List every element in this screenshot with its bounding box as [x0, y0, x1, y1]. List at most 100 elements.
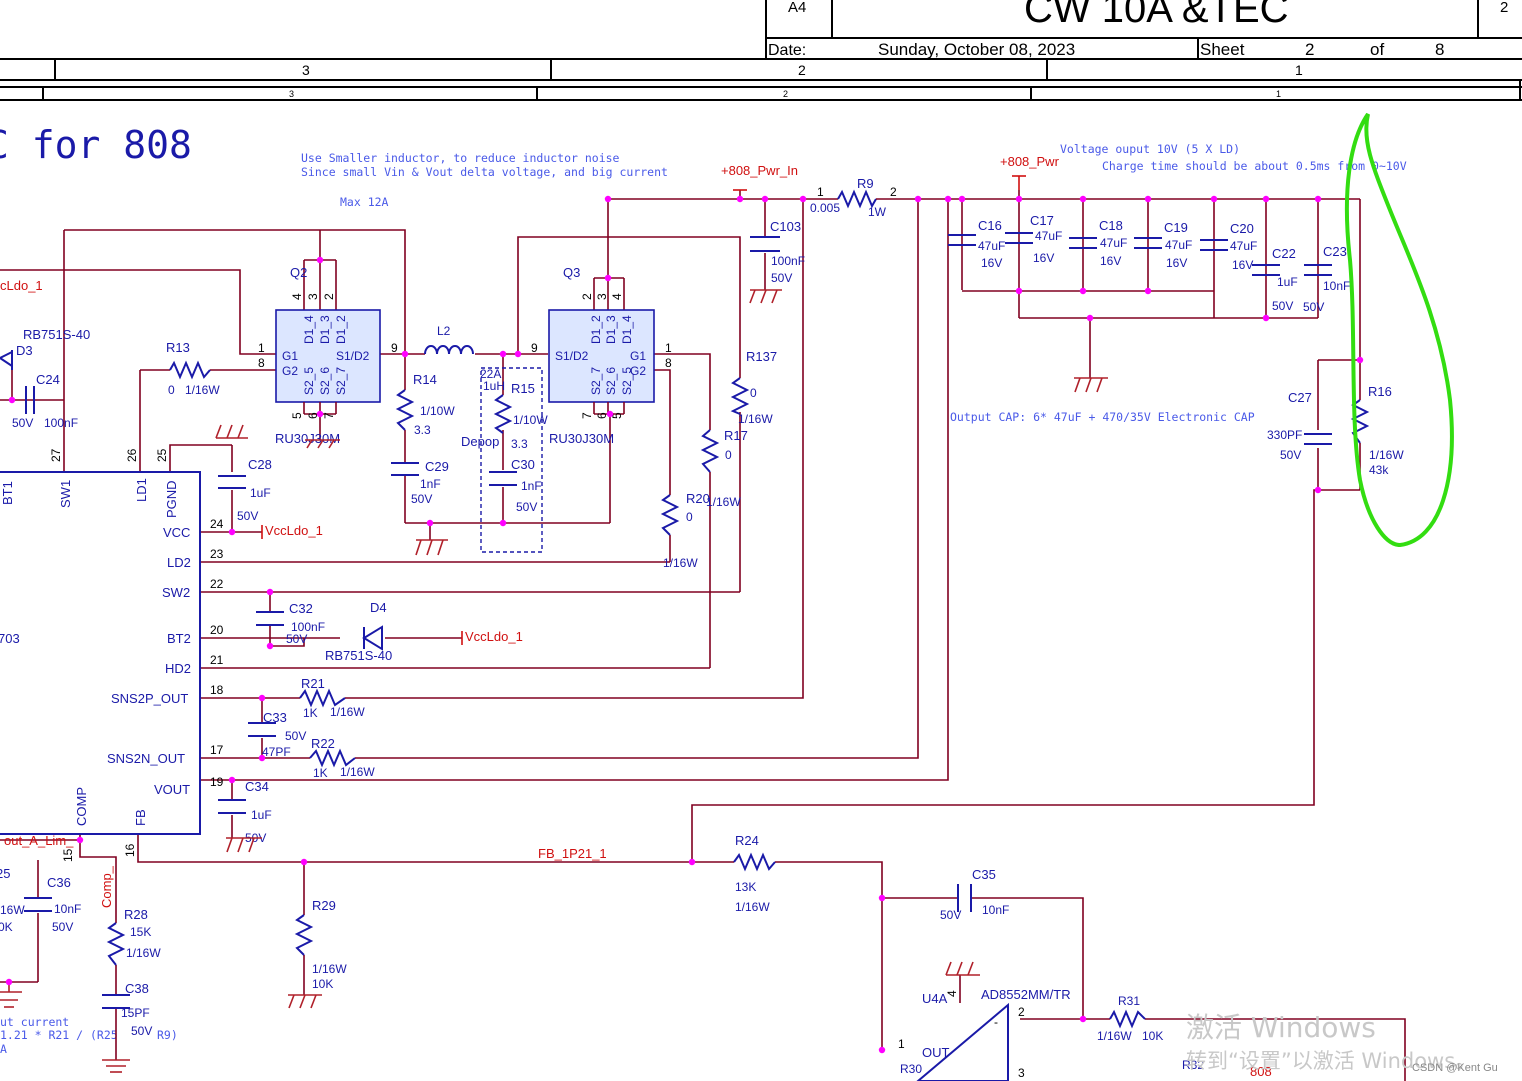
- resistor-r21: R21 1K 1/16W: [299, 676, 365, 720]
- d4-part: RB751S-40: [325, 648, 392, 663]
- capacitor-c33: C33 50V 47PF: [248, 710, 306, 759]
- d3-part: RB751S-40: [23, 327, 90, 342]
- c28-value: 1uF: [250, 486, 271, 500]
- wires: [0, 190, 1406, 1081]
- c35-ref: C35: [972, 867, 996, 882]
- q2-s: S2_7: [334, 367, 348, 395]
- r20-value: 0: [686, 510, 693, 524]
- net-vccldo-left: cLdo_1: [0, 278, 43, 293]
- q3-pin-num: 4: [610, 293, 624, 300]
- q3-pin-num: 9: [531, 341, 538, 355]
- c16-rating: 16V: [981, 256, 1002, 270]
- r9-pin2: 2: [890, 185, 897, 199]
- ground-icon: [415, 539, 448, 556]
- c24-ref: C24: [36, 372, 60, 387]
- resistor-r28: R28 15K 1/16W: [106, 907, 161, 966]
- q3-pin-num: 8: [665, 356, 672, 370]
- capacitor-c22: C22 1uF 50V: [1252, 246, 1298, 313]
- r9-ref: R9: [857, 176, 874, 191]
- u4a-minus: -: [994, 1015, 998, 1029]
- capacitor-c23: C23 10nF 50V: [1303, 244, 1350, 314]
- capacitor-c16: C16 47uF 16V: [948, 218, 1005, 270]
- q2-pin-num: 3: [306, 293, 320, 300]
- q2-part: RU30J30M: [275, 431, 340, 446]
- capacitor-c20: C20 47uF 16V: [1200, 221, 1257, 272]
- r28-rating: 1/16W: [126, 946, 161, 960]
- c17-ref: C17: [1030, 213, 1054, 228]
- c32-rating: 50V: [286, 632, 307, 646]
- zone-label: 3: [302, 62, 310, 78]
- r17-rating: 1/16W: [706, 495, 741, 509]
- pin-label-sw1: SW1: [58, 480, 73, 508]
- r24-value: 13K: [735, 880, 756, 894]
- pin-label-pgnd: PGND: [164, 480, 179, 518]
- q3-part: RU30J30M: [549, 431, 614, 446]
- ic-part-label: 703: [0, 631, 20, 646]
- q3-pin-num: 2: [580, 293, 594, 300]
- rev-text: 2: [1500, 0, 1508, 16]
- c28-rating: 50V: [237, 509, 258, 523]
- q3-d: D1_3: [604, 315, 618, 344]
- q2-g2: G2: [282, 364, 298, 378]
- c19-ref: C19: [1164, 220, 1188, 235]
- r15-rating: 1/10W: [513, 413, 548, 427]
- net-labels: +808_Pwr_In +808_Pwr cLdo_1 VccLdo_1 Vcc…: [0, 154, 1272, 1079]
- q3-pin-num: 1: [665, 341, 672, 355]
- u4a-pin: 2: [1018, 1005, 1025, 1019]
- r22-value: 1K: [313, 766, 328, 780]
- pin-label-fb: FB: [133, 809, 148, 826]
- c29-value: 1nF: [420, 477, 441, 491]
- c16-ref: C16: [978, 218, 1002, 233]
- q2-pin-num: 5: [290, 412, 304, 419]
- capacitor-c27: C27 330PF 50V: [1267, 390, 1332, 462]
- pin-label-vout: VOUT: [154, 782, 190, 797]
- size-text: A4: [788, 0, 806, 16]
- q2-pin-num: 1: [258, 341, 265, 355]
- r15-ref: R15: [511, 381, 535, 396]
- pin-number: 26: [125, 448, 139, 462]
- c18-value: 47uF: [1100, 236, 1127, 250]
- q2-pin-num: 6: [306, 412, 320, 419]
- c38-ref: C38: [125, 981, 149, 996]
- c24-rating: 50V: [12, 416, 33, 430]
- capacitor-c24: C24 50V 100nF: [12, 372, 78, 430]
- capacitor-c28: C28 1uF 50V: [218, 457, 272, 523]
- r21-value: 1K: [303, 706, 318, 720]
- pin-number: 15: [61, 848, 75, 862]
- r14-rating: 1/10W: [420, 404, 455, 418]
- pin-number: 27: [49, 448, 63, 462]
- q3-s: S2_7: [589, 367, 603, 395]
- ground-icon: [749, 289, 782, 304]
- date-value: Sunday, October 08, 2023: [878, 40, 1075, 59]
- u4a-part: AD8552MM/TR: [981, 987, 1071, 1002]
- page-heading: C for 808: [0, 123, 192, 167]
- q3-s1d2: S1/D2: [555, 349, 589, 363]
- c18-rating: 16V: [1100, 254, 1121, 268]
- pin-number: 24: [210, 517, 224, 531]
- note-current-4: A: [0, 1042, 7, 1056]
- c28-ref: C28: [248, 457, 272, 472]
- pin-label-sns2p: SNS2P_OUT: [111, 691, 188, 706]
- c38-rating: 50V: [131, 1024, 152, 1038]
- r13-value: 0: [168, 383, 175, 397]
- c20-value: 47uF: [1230, 239, 1257, 253]
- ground-icon: [0, 982, 22, 1008]
- d4-ref: D4: [370, 600, 387, 615]
- c34-value: 1uF: [251, 808, 272, 822]
- resistor-r25: 25 16W 0K: [0, 866, 25, 934]
- resistor-r24: R24 13K 1/16W: [733, 833, 776, 914]
- r28-value: 15K: [130, 925, 151, 939]
- l2-value: 22A: [480, 367, 501, 381]
- d3-ref: D3: [16, 343, 33, 358]
- c27-rating: 50V: [1280, 448, 1301, 462]
- c33-rating: 50V: [285, 729, 306, 743]
- c29-ref: C29: [425, 459, 449, 474]
- ground-icon: [305, 439, 340, 449]
- zone-label: 2: [798, 62, 806, 78]
- r137-rating: 1/16W: [738, 412, 773, 426]
- r17-value: 0: [725, 448, 732, 462]
- r16-value: 43k: [1369, 463, 1389, 477]
- c22-rating: 50V: [1272, 299, 1293, 313]
- ground-icon: [215, 424, 248, 439]
- c20-ref: C20: [1230, 221, 1254, 236]
